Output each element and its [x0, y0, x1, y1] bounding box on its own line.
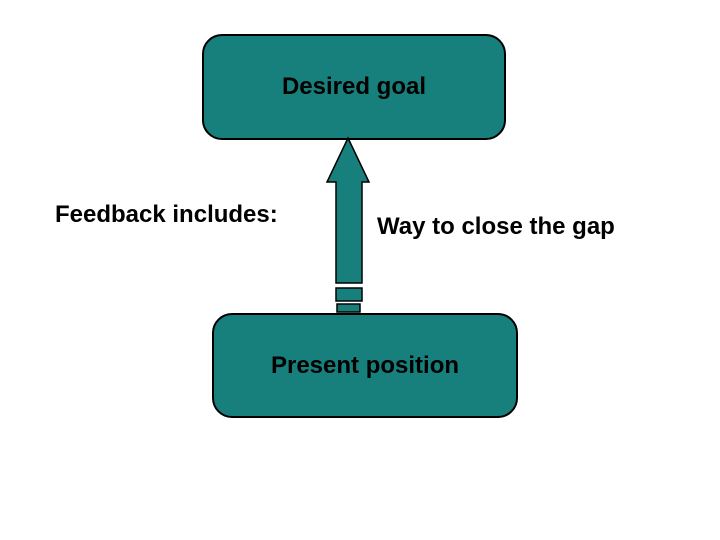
node-present-position-label: Present position — [270, 351, 460, 379]
arrow-dash-segment-1 — [335, 287, 363, 302]
node-present-position: Present position — [212, 313, 518, 418]
way-to-close-the-gap-label: Way to close the gap — [377, 213, 615, 240]
node-desired-goal: Desired goal — [202, 34, 506, 140]
arrow-dash-segment-2 — [336, 303, 361, 313]
feedback-includes-label: Feedback includes: — [55, 201, 278, 228]
node-desired-goal-label: Desired goal — [281, 73, 427, 100]
arrow-up-body — [325, 136, 371, 284]
